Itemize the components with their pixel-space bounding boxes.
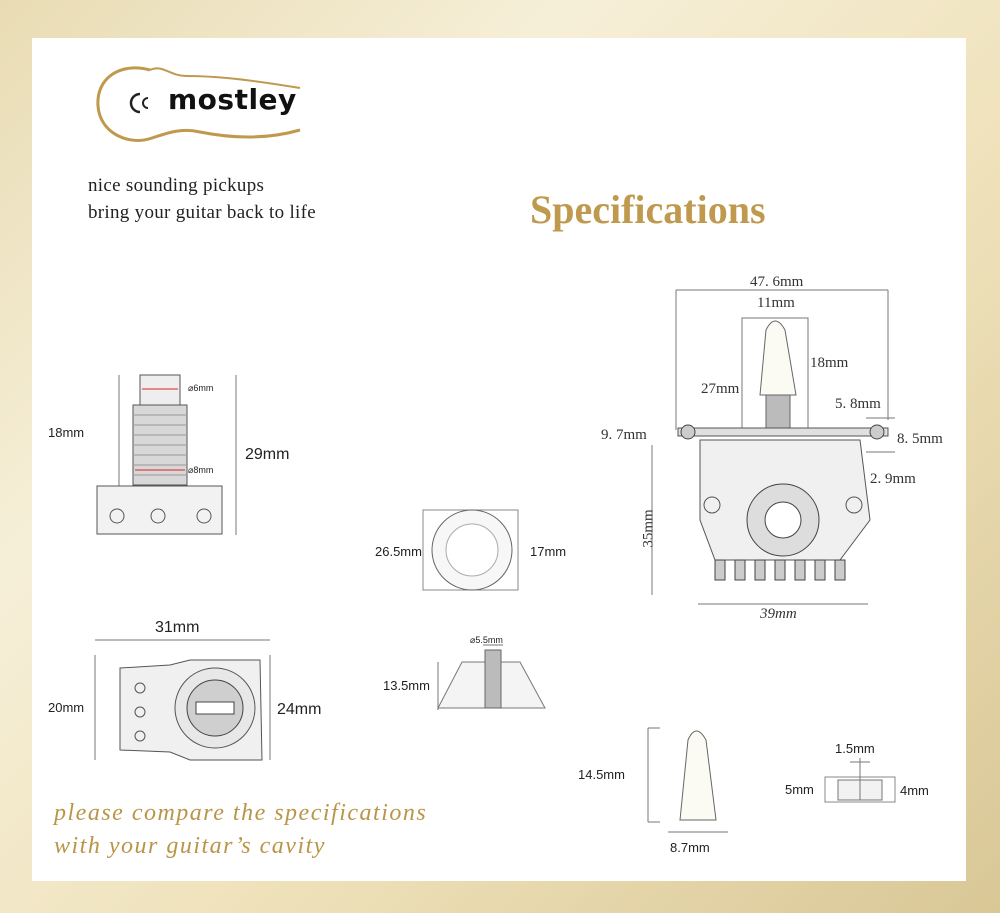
brand-name: mostley: [168, 83, 297, 116]
tip-base: 8.7mm: [670, 840, 710, 855]
page-title: Specifications: [530, 187, 766, 232]
switch-lever-height: 27mm: [701, 381, 740, 397]
switch-right-height: 8. 5mm: [897, 431, 943, 447]
tip-base-left: 5mm: [785, 782, 814, 797]
switch-drawing: [651, 289, 895, 605]
pot-width: 31mm: [155, 619, 200, 636]
jack-drawing: [96, 374, 237, 535]
tagline-line1: nice sounding pickups: [88, 175, 265, 196]
pot-height-right: 24mm: [277, 701, 322, 718]
jack-thread-height: 18mm: [48, 425, 85, 440]
footer-line1: please compare the specifications: [54, 800, 428, 826]
switch-overall-width: 47. 6mm: [750, 274, 804, 290]
switch-body-height: 35mm: [640, 509, 657, 548]
knob-side-drawing: [437, 644, 546, 710]
knob-top-drawing: [422, 509, 519, 591]
tip-base-right: 4mm: [900, 783, 929, 798]
tip-base-drawing: [824, 758, 896, 803]
jack-dia-bottom: ⌀8mm: [188, 465, 214, 475]
switch-plate: 2. 9mm: [870, 471, 916, 487]
switch-screw-offset: 5. 8mm: [835, 396, 881, 412]
switch-body-width: 39mm: [760, 606, 797, 622]
switch-tip-width: 11mm: [757, 295, 795, 311]
switch-left-offset: 9. 7mm: [601, 427, 647, 443]
knob-inner: 17mm: [530, 544, 567, 559]
jack-total-height: 29mm: [245, 446, 290, 463]
knob-bore: ⌀5.5mm: [470, 635, 503, 645]
tip-drawing: [647, 727, 728, 833]
tip-base-top: 1.5mm: [835, 741, 875, 756]
jack-dia-top: ⌀6mm: [188, 383, 214, 393]
switch-tip-height: 18mm: [810, 355, 849, 371]
pot-height-left: 20mm: [48, 700, 85, 715]
tagline-line2: bring your guitar back to life: [88, 202, 316, 223]
knob-height: 13.5mm: [383, 678, 430, 693]
guitar-logo-icon: [96, 66, 301, 142]
knob-diameter: 26.5mm: [375, 544, 422, 559]
footer-line2: with your guitar’s cavity: [54, 833, 326, 859]
pot-drawing: [94, 639, 271, 761]
tip-height: 14.5mm: [578, 767, 625, 782]
